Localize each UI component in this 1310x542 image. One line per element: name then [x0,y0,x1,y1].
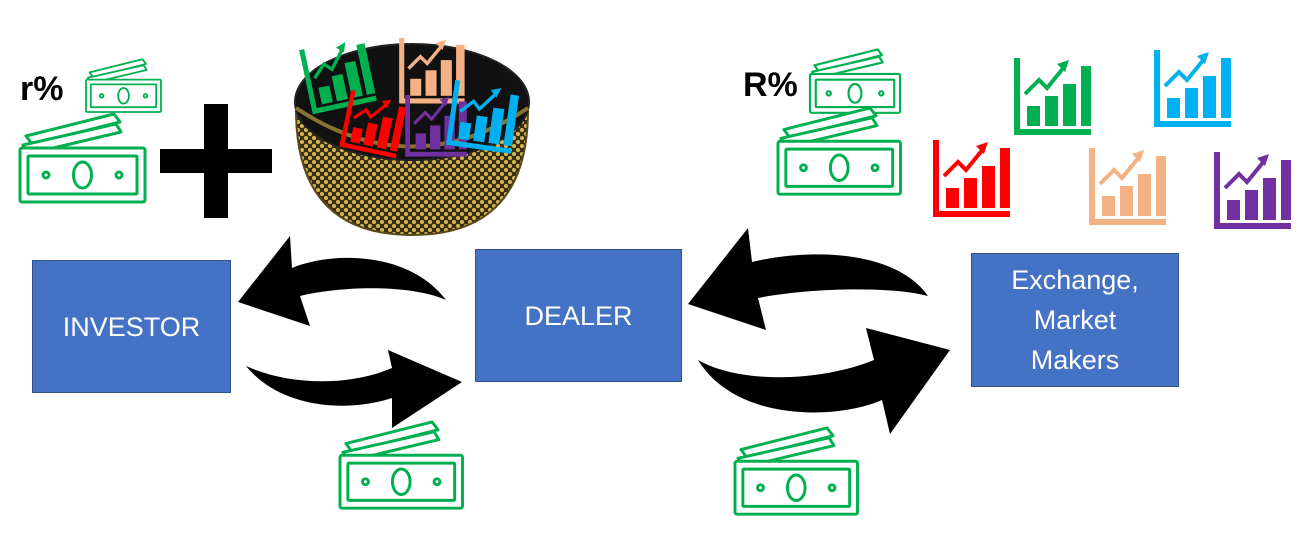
growth-chart-icon-green [1017,58,1091,132]
exchange-market-makers-label: Exchange, Market Makers [1011,265,1139,375]
money-icon-market-large [776,106,902,196]
money-icon-dealer-to-exchange [733,426,859,516]
money-icon-market-small [808,48,902,114]
curved-arrow-icon-dealer-to-exchange [698,328,950,434]
growth-chart-icon-purple [1217,152,1291,226]
dealer-label: DEALER [524,300,633,331]
market-rate-label: R% [743,66,798,104]
money-icon-investor-to-dealer [338,420,464,510]
money-icon-investor-small [85,58,162,113]
curved-arrow-icon-exchange-to-dealer [688,228,928,330]
money-icon-investor-large [18,112,147,204]
dealer-box: DEALER [475,249,682,382]
exchange-market-makers-box: Exchange, Market Makers [971,253,1179,387]
portfolio-basket-icon [294,37,530,237]
investor-label: INVESTOR [62,311,201,342]
growth-chart-icon-blue [1157,50,1231,124]
growth-chart-icon-red [936,140,1010,214]
growth-chart-icon-peach [1092,148,1166,222]
curved-arrow-icon-dealer-to-investor [238,236,446,326]
investor-rate-label: r% [20,70,64,108]
plus-icon [160,104,272,218]
investor-box: INVESTOR [32,260,231,393]
curved-arrow-icon-investor-to-dealer [246,350,462,428]
